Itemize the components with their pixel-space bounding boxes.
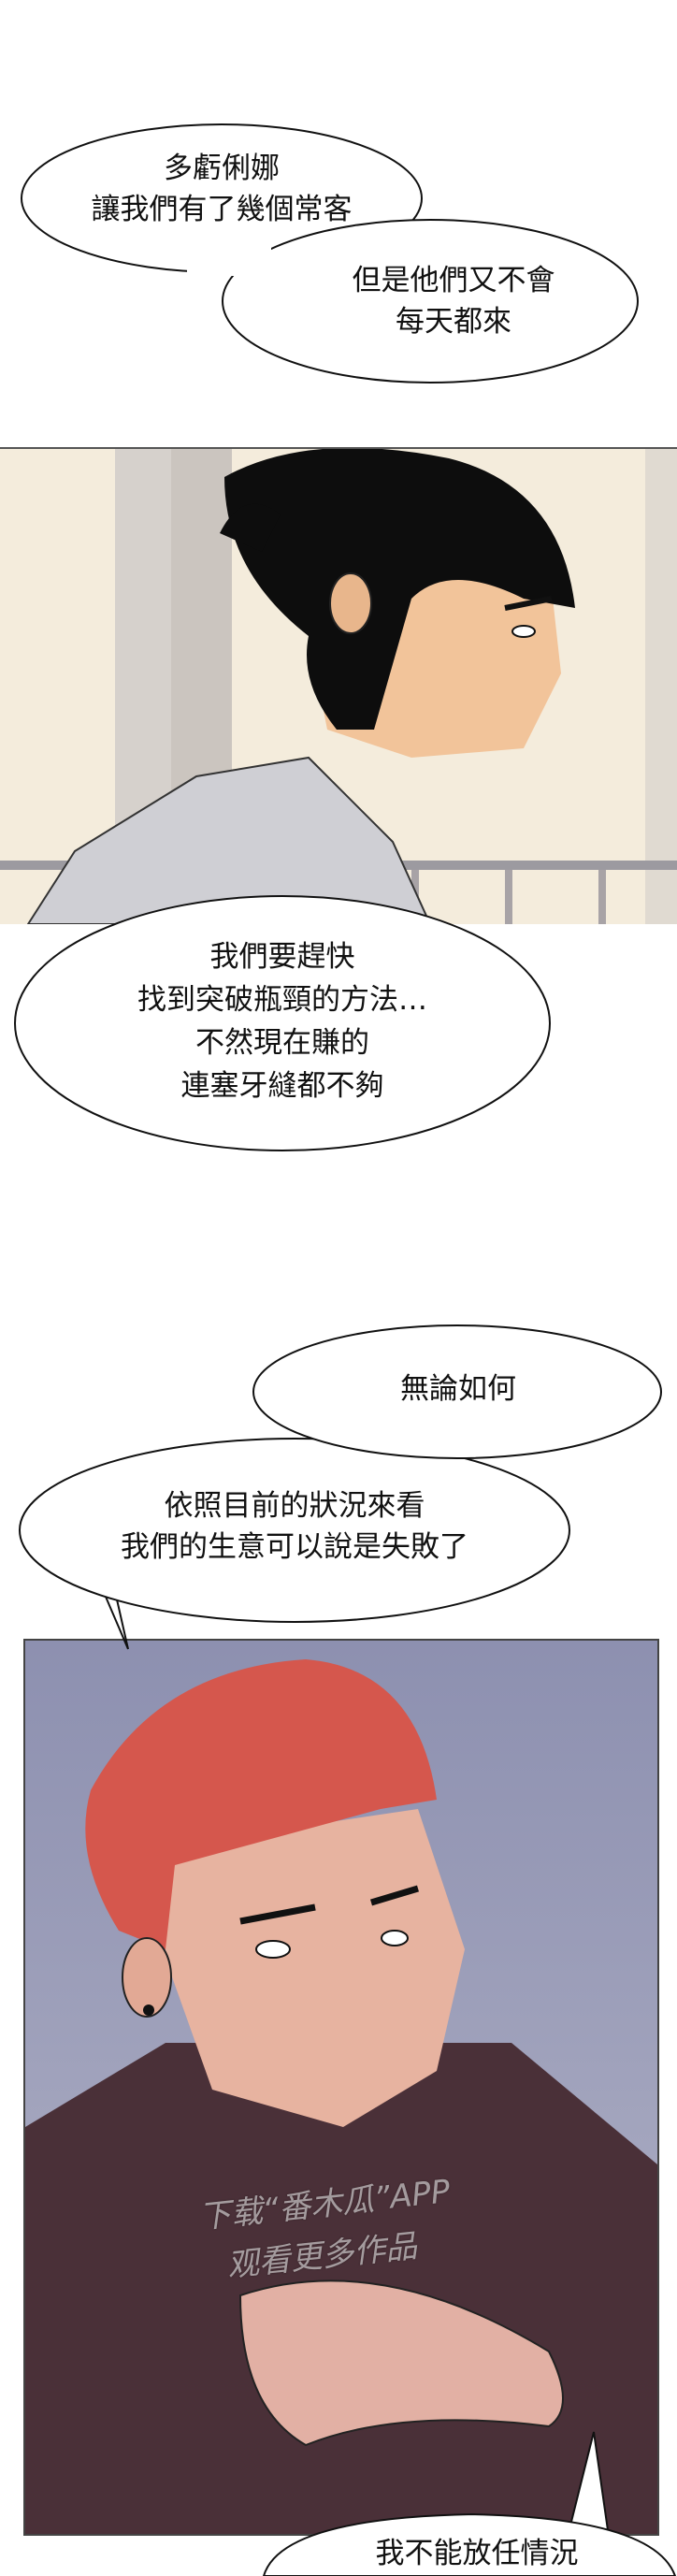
bubble-3-shape xyxy=(14,895,551,1151)
panel-2-art xyxy=(25,1641,657,2534)
bubble-3-line-4: 連塞牙縫都不夠 xyxy=(180,1069,384,1103)
bubble-4-text: 無論如何 xyxy=(355,1368,561,1410)
bubble-1-line-1: 多虧俐娜 xyxy=(164,152,280,185)
bubble-2-line-2: 每天都來 xyxy=(396,305,511,339)
ear xyxy=(122,1937,172,2018)
bubble-5-line-1: 依照目前的狀況來看 xyxy=(164,1489,425,1523)
bubble-5-shape xyxy=(19,1438,570,1623)
bubble-6-line-1: 我不能放任情況 xyxy=(375,2537,579,2570)
panel-1-art xyxy=(0,449,677,924)
hair xyxy=(85,1659,438,1949)
bubble-6-shape xyxy=(262,2512,677,2576)
shirt xyxy=(26,756,432,924)
bubble-2-line-1: 但是他們又不會 xyxy=(352,264,555,297)
bubble-4-shape xyxy=(252,1324,662,1459)
bubble-4-line-1: 無論如何 xyxy=(400,1372,516,1406)
hand xyxy=(238,2279,564,2447)
bubble-3-line-2: 找到突破瓶頸的方法… xyxy=(137,983,427,1017)
bubble-2-text: 但是他們又不會 每天都來 xyxy=(281,260,627,342)
panel-2: 下载“番木瓜”APP 观看更多作品 xyxy=(23,1639,659,2536)
bubble-3-text: 我們要趕快 找到突破瓶頸的方法… 不然現在賺的 連塞牙縫都不夠 xyxy=(15,935,550,1107)
face xyxy=(166,1809,465,2127)
bubble-5-line-2: 我們的生意可以說是失敗了 xyxy=(121,1530,468,1564)
bubble-1-line-2: 讓我們有了幾個常客 xyxy=(91,193,353,226)
bubble-3-line-3: 不然現在賺的 xyxy=(195,1026,369,1060)
hair xyxy=(224,449,575,730)
bubble-5-text: 依照目前的狀況來看 我們的生意可以說是失敗了 xyxy=(20,1485,569,1568)
panel-1 xyxy=(0,447,677,924)
bubble-1-text: 多虧俐娜 讓我們有了幾個常客 xyxy=(22,148,422,230)
bubble-2-shape xyxy=(222,219,639,384)
bubble-6-text: 我不能放任情況 xyxy=(318,2533,636,2574)
bubble-6-tail xyxy=(569,2431,610,2532)
ear xyxy=(329,572,372,634)
bubble-3-line-1: 我們要趕快 xyxy=(209,940,355,974)
